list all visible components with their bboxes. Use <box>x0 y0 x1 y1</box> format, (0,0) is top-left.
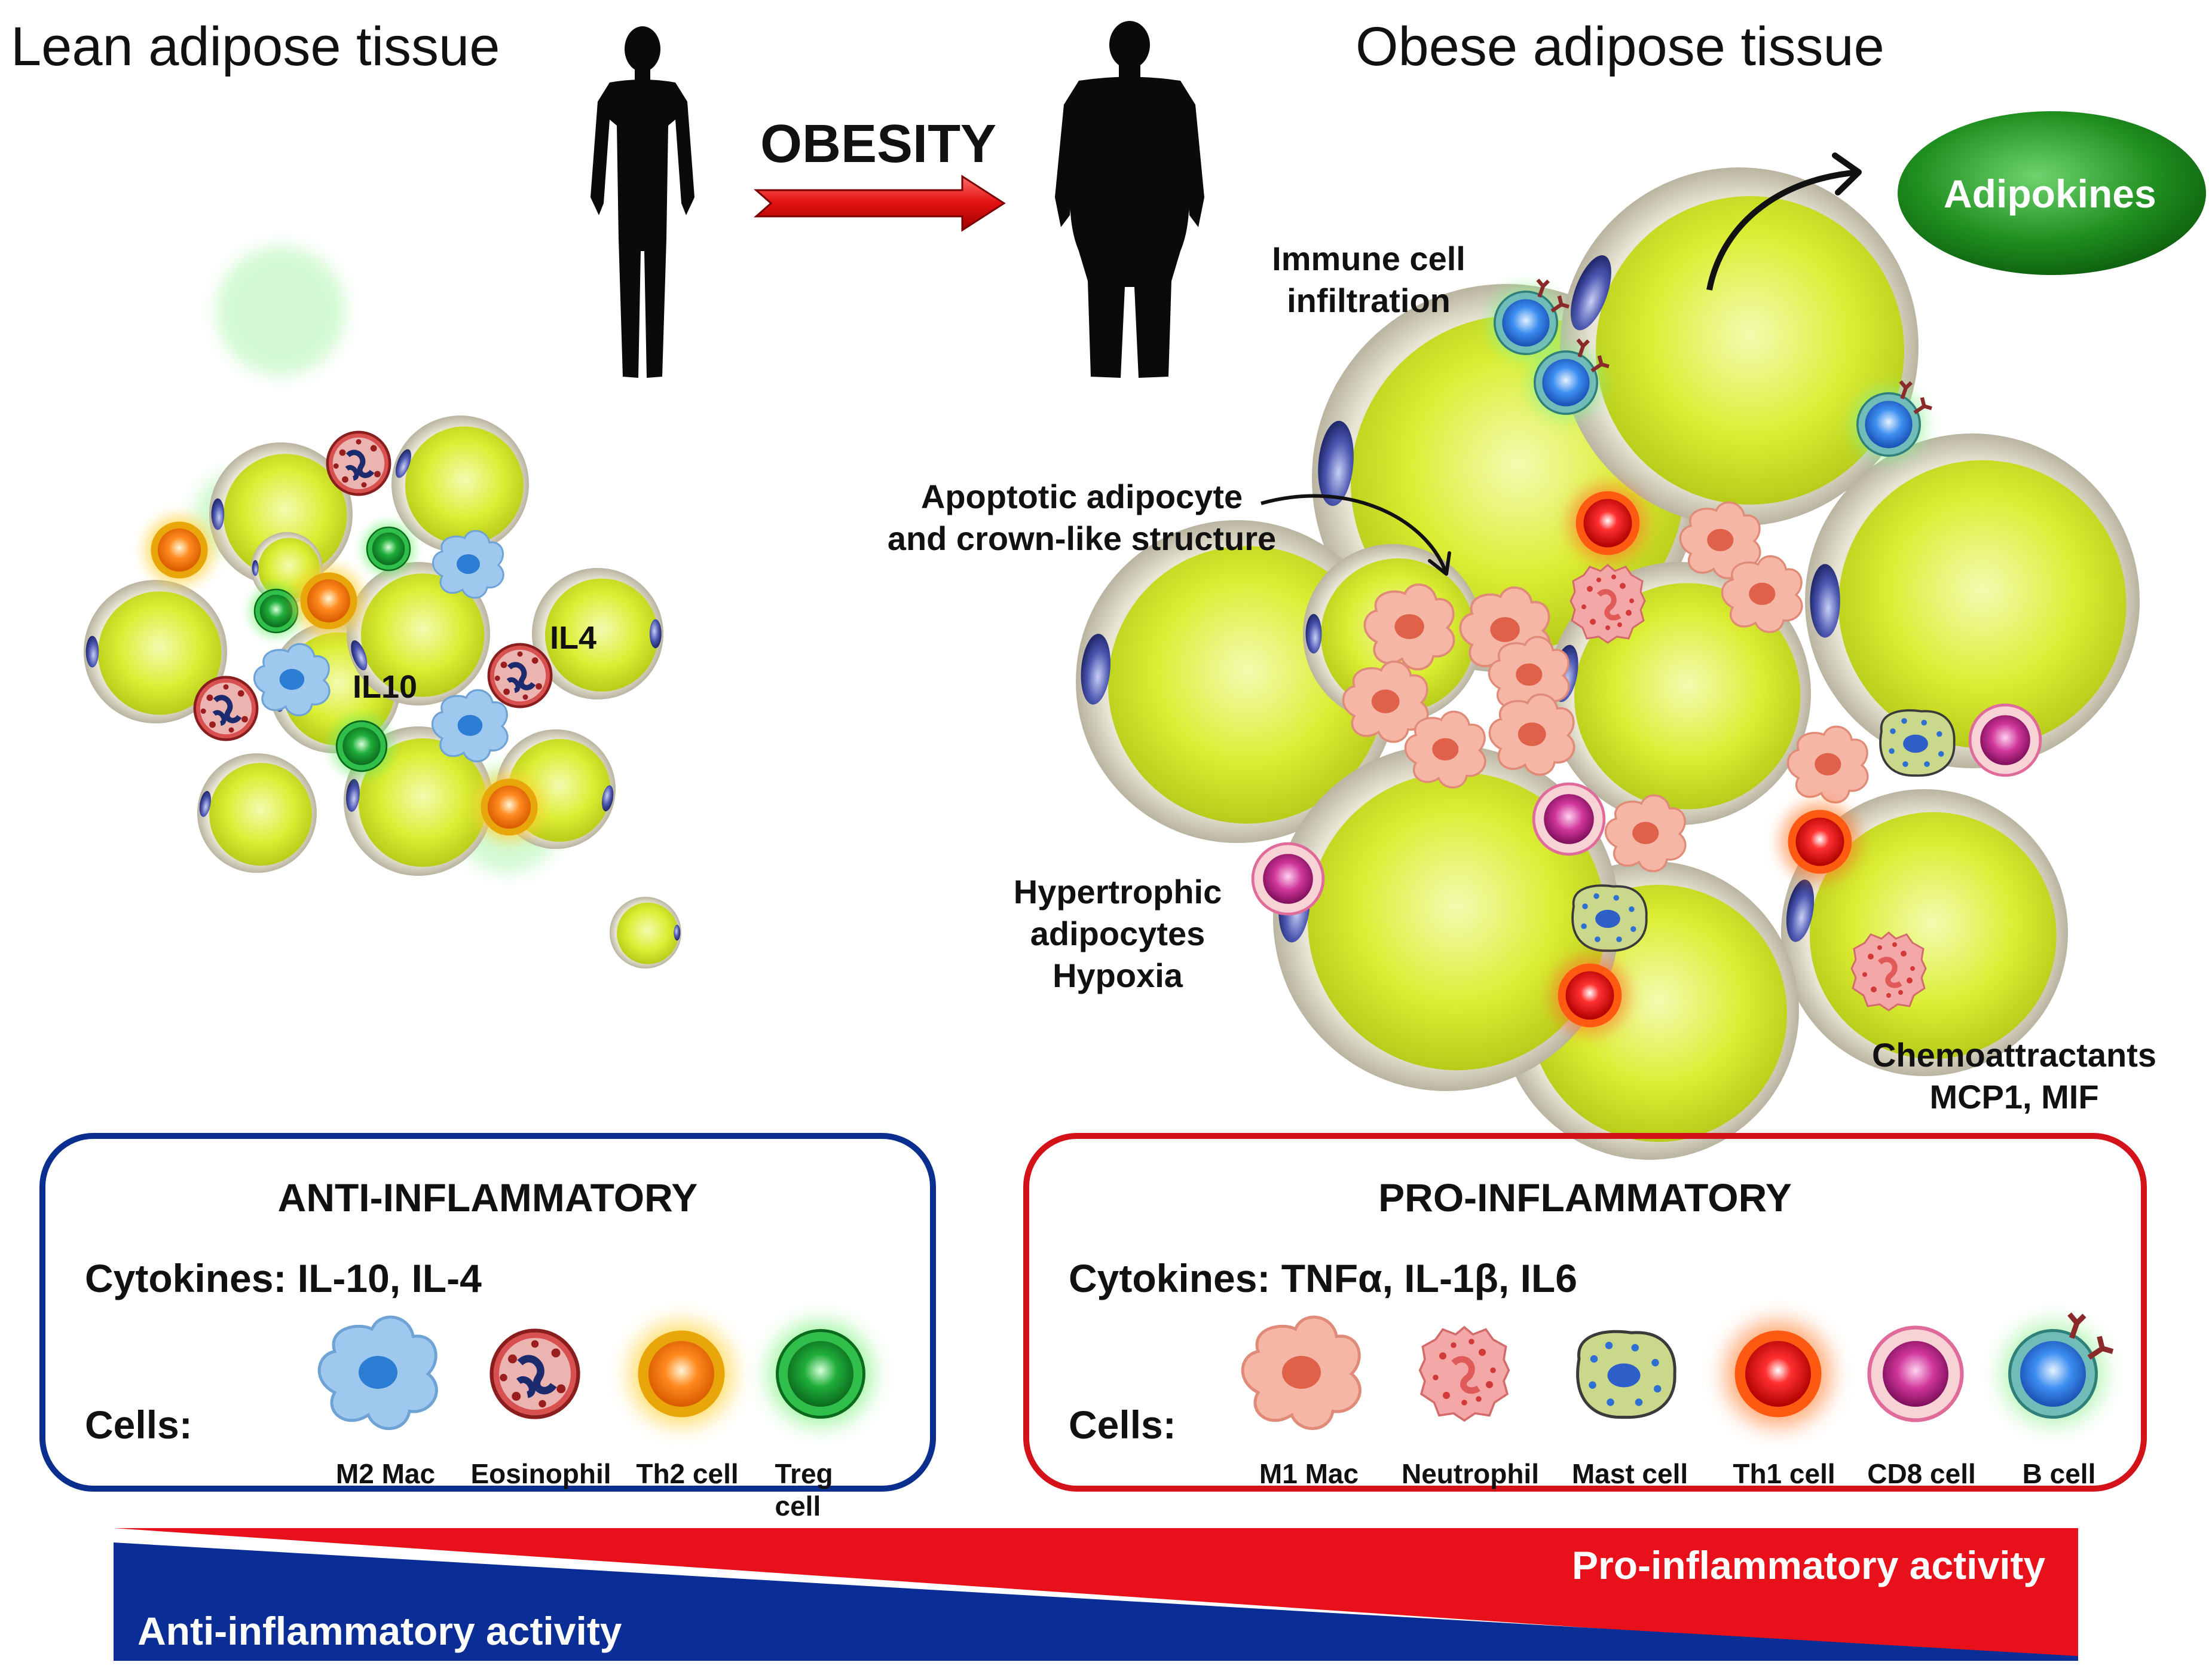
obesity-label: OBESITY <box>760 114 997 174</box>
adipokines-ellipse <box>1898 111 2206 275</box>
anti-cytokines: Cytokines: IL-10, IL-4 <box>85 1256 482 1300</box>
apoptotic-label: Apoptotic adipocyte and crown-like struc… <box>887 478 1277 557</box>
anti-activity-label: Anti-inflammatory activity <box>137 1609 622 1653</box>
legend-treg-cell: Treg cell <box>775 1458 833 1522</box>
legend-cd8-cell: CD8 cell <box>1867 1458 1976 1489</box>
pro-box-title: PRO-INFLAMMATORY <box>1378 1175 1792 1220</box>
pro-cells-label: Cells: <box>1069 1403 1176 1447</box>
adipokines-label: Adipokines <box>1944 172 2156 216</box>
lean-person-silhouette <box>591 26 694 378</box>
adipocyte <box>391 416 529 553</box>
legend-th2-cell: Th2 cell <box>636 1458 739 1489</box>
il4-label: IL4 <box>550 620 597 656</box>
chemoattractants-label: Chemoattractants MCP1, MIF <box>1871 1036 2157 1116</box>
adipokines-arrow <box>1706 169 1859 291</box>
il10-label: IL10 <box>353 669 418 705</box>
legend-th1-cell: Th1 cell <box>1733 1458 1835 1489</box>
obese-person-silhouette <box>1055 21 1204 378</box>
hypertrophic-label: Hypertrophic adipocytes Hypoxia <box>1013 873 1222 994</box>
lean-title: Lean adipose tissue <box>11 16 500 77</box>
obese-title: Obese adipose tissue <box>1356 16 1884 77</box>
legend-mast-cell: Mast cell <box>1571 1458 1688 1489</box>
legend-neutrophil: Neutrophil <box>1402 1458 1539 1489</box>
lean-adipocyte-cluster <box>84 246 681 969</box>
legend-m2-mac: M2 Mac <box>335 1458 436 1489</box>
immune-infiltration-label: Immune cell infiltration <box>1272 240 1466 319</box>
adipocyte <box>610 897 681 969</box>
adipocyte <box>197 753 317 873</box>
adipocyte <box>1805 433 2140 768</box>
legend-eosinophil: Eosinophil <box>470 1458 611 1489</box>
pro-inflammatory-box: PRO-INFLAMMATORY Cytokines: TNFα, IL-1β,… <box>1023 1133 2147 1492</box>
anti-cells-label: Cells: <box>85 1403 192 1447</box>
anti-box-title: ANTI-INFLAMMATORY <box>277 1175 698 1220</box>
adipocyte <box>1273 744 1620 1091</box>
adipocyte <box>1560 167 1919 526</box>
anti-inflammatory-box: ANTI-INFLAMMATORY Cytokines: IL-10, IL-4… <box>39 1133 936 1522</box>
crown-arrow <box>1260 494 1448 575</box>
legend-b-cell: B cell <box>2022 1458 2096 1489</box>
adipocyte <box>347 562 490 705</box>
obesity-arrow <box>754 175 1006 232</box>
pro-cytokines: Cytokines: TNFα, IL-1β, IL6 <box>1069 1256 1577 1300</box>
legend-m1-mac: M1 Mac <box>1259 1458 1359 1489</box>
adipocyte <box>84 580 227 723</box>
pro-activity-label: Pro-inflammatory activity <box>1572 1543 2046 1587</box>
anti-activity-wedge <box>114 1542 2078 1661</box>
adipocyte <box>532 568 663 699</box>
